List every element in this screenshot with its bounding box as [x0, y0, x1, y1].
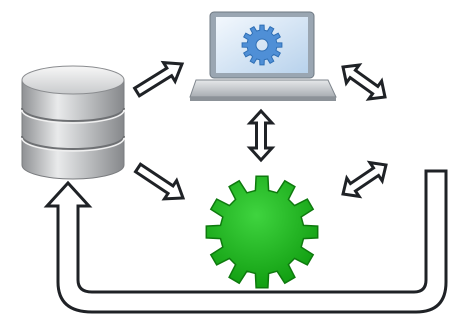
laptop-gear-shape — [241, 24, 283, 66]
arrow-right-gear — [341, 160, 388, 199]
laptop-icon — [189, 11, 337, 101]
gear-shape — [205, 175, 319, 289]
arrow-laptop-gear — [246, 108, 276, 163]
database-icon — [21, 65, 125, 180]
arrow-database-to-laptop — [132, 60, 185, 98]
arrow-database-to-gear — [133, 162, 186, 201]
connectors — [43, 60, 448, 314]
laptop-gear-icon — [241, 24, 283, 66]
arrow-loop-back-to-database — [43, 169, 448, 314]
gear-icon — [205, 175, 319, 289]
arrow-laptop-right — [341, 63, 387, 101]
